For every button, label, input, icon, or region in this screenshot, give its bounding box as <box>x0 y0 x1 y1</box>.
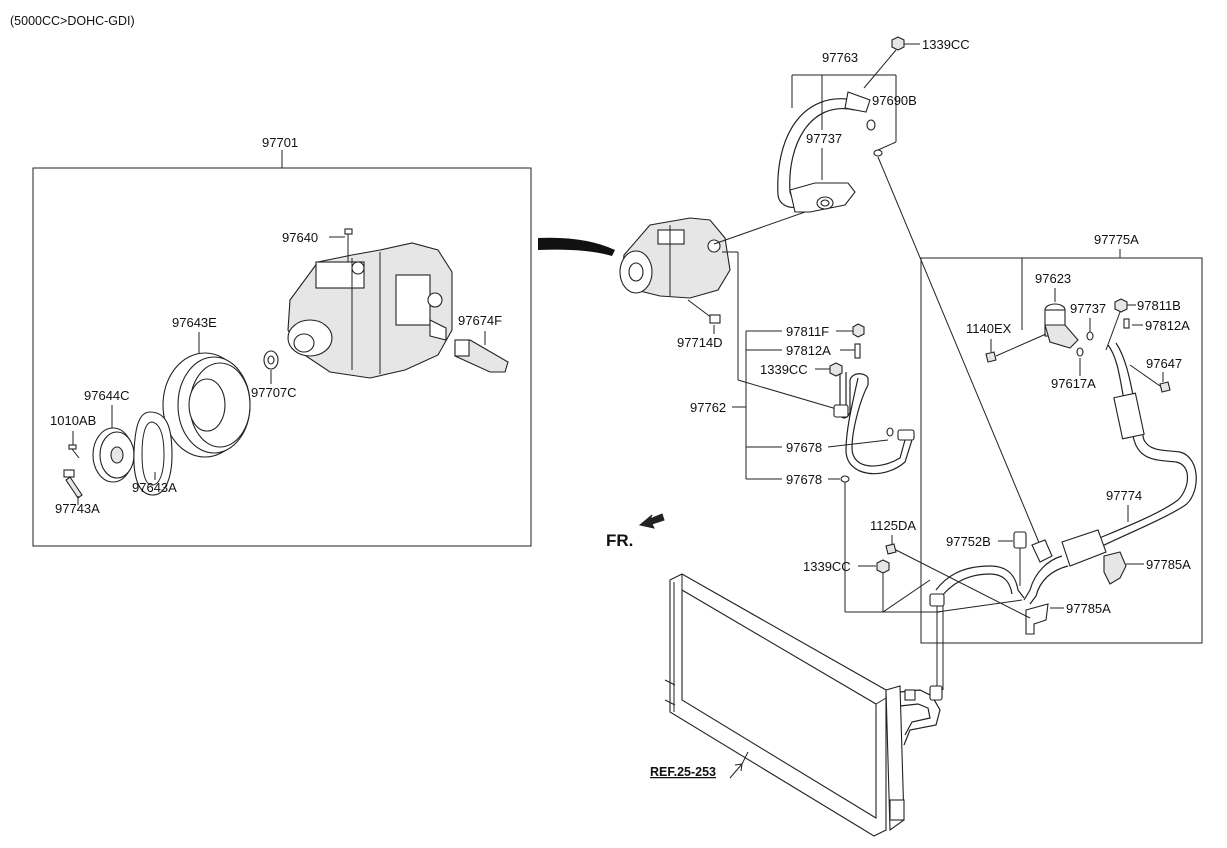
clamp-97785A-b <box>1025 603 1049 635</box>
label-97743A[interactable]: 97743A <box>55 501 100 516</box>
label-97647[interactable]: 97647 <box>1146 356 1182 371</box>
label-1125DA[interactable]: 1125DA <box>870 518 916 533</box>
front-arrow-icon <box>638 513 665 529</box>
bolt-1125DA <box>885 543 1031 619</box>
label-1339CC-low[interactable]: 1339CC <box>803 559 851 574</box>
label-1339CC-mid[interactable]: 1339CC <box>760 362 808 377</box>
detail-pointer-arrow <box>538 237 615 256</box>
label-97714D[interactable]: 97714D <box>677 335 723 350</box>
condenser-hose <box>929 565 1025 690</box>
label-97737-right[interactable]: 97737 <box>1070 301 1106 316</box>
cap-97811B <box>1114 298 1128 313</box>
label-97785A-a[interactable]: 97785A <box>1146 557 1191 572</box>
cap-97811F <box>852 323 865 338</box>
label-97643A[interactable]: 97643A <box>132 480 177 495</box>
compressor-body-illustration <box>287 242 453 379</box>
condenser-illustration <box>664 573 943 837</box>
clutch-plate-97644C <box>92 427 135 483</box>
bolt-97647 <box>1129 364 1171 393</box>
ring-97707C <box>263 350 279 370</box>
label-1140EX[interactable]: 1140EX <box>966 321 1012 336</box>
valve-core-97812A-mid <box>854 343 861 359</box>
label-97701[interactable]: 97701 <box>262 135 298 150</box>
liquid-line-detail-box <box>920 257 1203 644</box>
discharge-hose-97762 <box>833 372 915 475</box>
label-97678-b[interactable]: 97678 <box>786 472 822 487</box>
nut-1339CC-mid <box>829 362 843 377</box>
label-97752B[interactable]: 97752B <box>946 534 991 549</box>
label-1339CC-top[interactable]: 1339CC <box>922 37 970 52</box>
label-97811F[interactable]: 97811F <box>786 324 829 339</box>
label-1010AB[interactable]: 1010AB <box>50 413 96 428</box>
label-97763[interactable]: 97763 <box>822 50 858 65</box>
front-direction-label: FR. <box>606 531 633 550</box>
liquid-hose-97774 <box>1023 342 1197 605</box>
bolt-97640 <box>344 228 353 262</box>
label-97737-top[interactable]: 97737 <box>806 131 842 146</box>
label-97785A-b[interactable]: 97785A <box>1066 601 1111 616</box>
nut-1339CC-top <box>891 36 905 51</box>
clamp-97785A-a <box>1103 551 1127 585</box>
ref-arrow-icon <box>729 763 743 779</box>
sensor-97752B <box>1013 531 1027 586</box>
label-97812A-mid[interactable]: 97812A <box>786 343 831 358</box>
engine-variant-header: (5000CC>DOHC-GDI) <box>10 14 135 28</box>
label-97674F[interactable]: 97674F <box>458 313 502 328</box>
shim-1010AB <box>68 444 80 459</box>
label-97678-a[interactable]: 97678 <box>786 440 822 455</box>
label-97690B[interactable]: 97690B <box>872 93 917 108</box>
label-97640[interactable]: 97640 <box>282 230 318 245</box>
label-97762[interactable]: 97762 <box>690 400 726 415</box>
label-97617A[interactable]: 97617A <box>1051 376 1096 391</box>
label-97707C[interactable]: 97707C <box>251 385 297 400</box>
label-97623[interactable]: 97623 <box>1035 271 1071 286</box>
ref-label[interactable]: REF.25-253 <box>650 765 716 779</box>
label-97812A-right[interactable]: 97812A <box>1145 318 1190 333</box>
nut-1339CC-low <box>876 559 890 574</box>
label-97643E[interactable]: 97643E <box>172 315 217 330</box>
label-97775A[interactable]: 97775A <box>1094 232 1139 247</box>
pulley-97643E <box>162 352 251 458</box>
label-97811B[interactable]: 97811B <box>1137 298 1181 313</box>
receiver-97623 <box>1044 303 1079 349</box>
switch-97674F <box>454 339 509 373</box>
label-97774[interactable]: 97774 <box>1106 488 1142 503</box>
suction-hose-97763 <box>777 91 871 213</box>
compressor-detail-group: 97701 97640 97643E <box>32 135 532 547</box>
bolt-97714D <box>687 299 721 324</box>
compressor-main-illustration <box>619 217 731 299</box>
bolt-1140EX <box>985 333 1047 363</box>
bolt-97743A <box>63 469 83 499</box>
snap-ring-97643A <box>133 411 173 496</box>
label-97644C[interactable]: 97644C <box>84 388 130 403</box>
